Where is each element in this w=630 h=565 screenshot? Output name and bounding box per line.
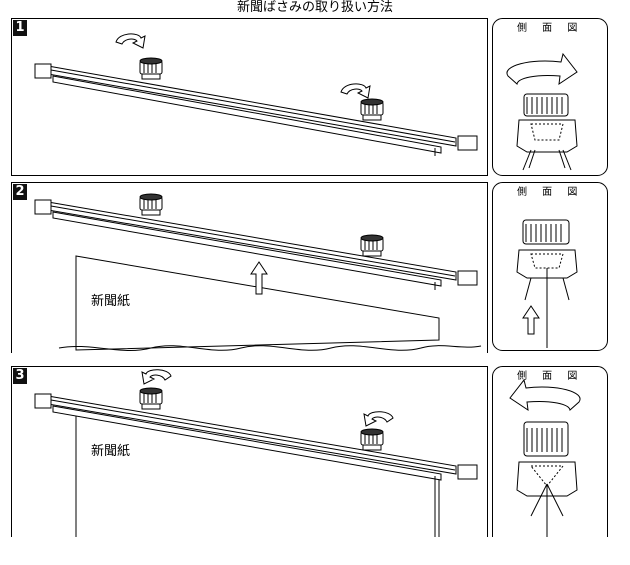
side-view-diagram — [509, 378, 581, 537]
knob — [360, 234, 384, 257]
clip-rail — [34, 393, 478, 537]
newspaper — [75, 255, 440, 351]
step-2-panel: 2 側 面 図 新聞紙 — [11, 182, 611, 353]
knob — [360, 428, 384, 451]
knob — [139, 57, 163, 80]
newspaper — [75, 411, 440, 537]
clip-rail — [34, 199, 478, 290]
knob — [360, 98, 384, 121]
newspaper-label: 新聞紙 — [91, 444, 131, 459]
side-view-label: 側 面 図 — [517, 23, 584, 34]
step-1-panel: 1 側 面 図 — [11, 18, 611, 189]
rotate-arrow-icon — [340, 83, 371, 99]
rotate-arrow-icon — [141, 369, 172, 385]
up-arrow-icon — [250, 261, 268, 295]
step-number-badge: 1 — [13, 20, 27, 36]
side-view-label: 側 面 図 — [517, 187, 584, 198]
step-number-badge: 2 — [13, 184, 27, 200]
knob — [139, 193, 163, 216]
newspaper-label: 新聞紙 — [91, 294, 131, 309]
step-3-panel: 3 側 面 図 新聞紙 — [11, 366, 611, 537]
clip-rail — [34, 63, 478, 156]
side-view-diagram — [506, 52, 578, 171]
rotate-arrow-icon — [115, 33, 146, 49]
side-view-diagram — [516, 219, 578, 348]
rotate-arrow-icon — [363, 411, 394, 427]
knob — [139, 387, 163, 410]
page-title: 新聞ばさみの取り扱い方法 — [236, 0, 393, 15]
side-view-label: 側 面 図 — [517, 371, 584, 382]
step-number-badge: 3 — [13, 368, 27, 384]
